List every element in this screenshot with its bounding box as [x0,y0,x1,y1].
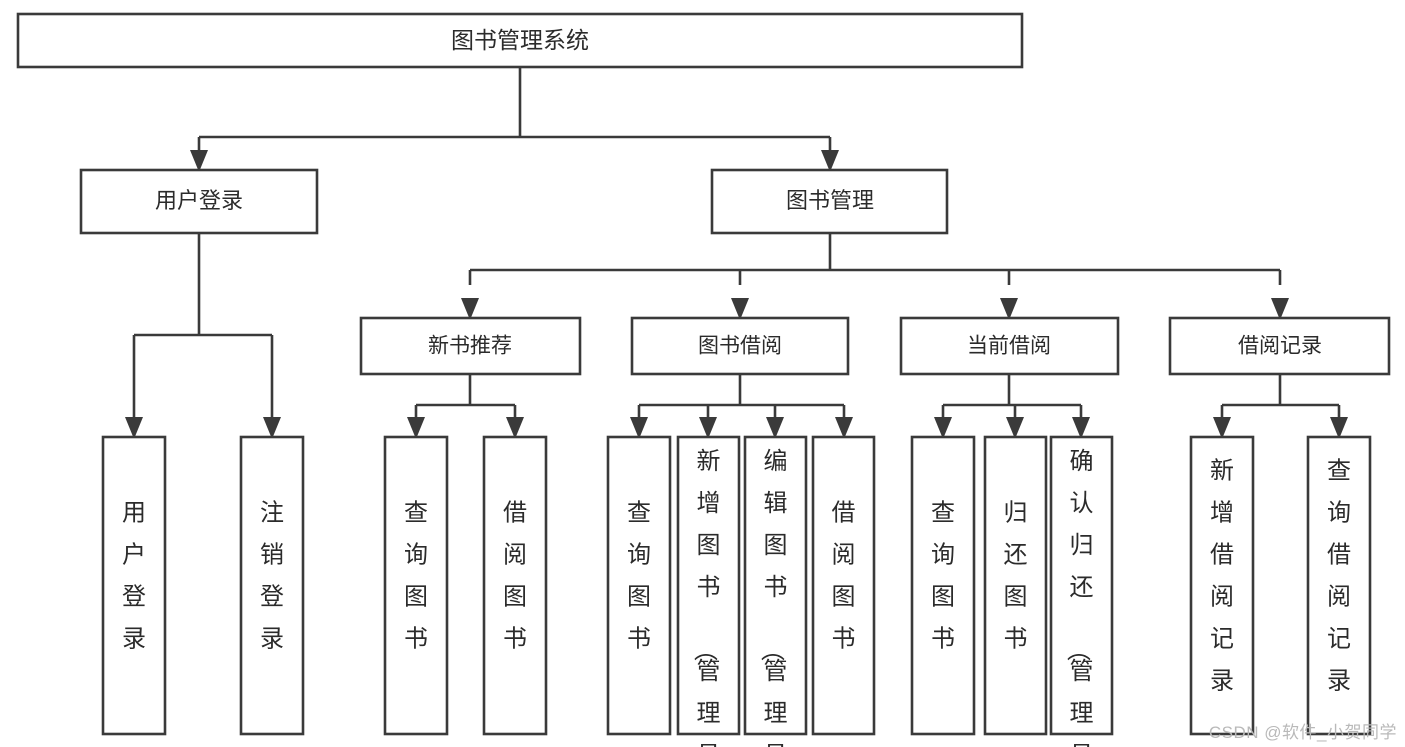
node-leaf-borrow-book-2[interactable]: 借阅图书 [811,435,876,736]
root-label: 图书管理系统 [451,27,589,53]
leaf-query-record-box[interactable] [1306,435,1372,736]
node-leaf-user-login[interactable]: 用户登录 [101,435,167,736]
csdn-watermark: CSDN @软件_小贺同学 [1208,723,1397,742]
node-leaf-add-book[interactable]: 新增图书（管理员） [676,435,741,747]
current-borrow-box[interactable] [899,316,1120,376]
node-current-borrow[interactable]: 当前借阅 [899,316,1120,376]
leaf-borrow-book-1-label: 借阅图书 [503,500,527,653]
book-borrow-box[interactable] [630,316,850,376]
arrow-to-user-login [190,150,208,172]
node-leaf-return-book[interactable]: 归还图书 [983,435,1048,736]
node-new-book-recommend[interactable]: 新书推荐 [359,316,582,376]
node-leaf-query-book-2[interactable]: 查询图书 [606,435,672,736]
borrow-record-label: 借阅记录 [1238,335,1322,358]
leaf-borrow-book-1-box[interactable] [482,435,548,736]
root-box[interactable] [16,12,1024,69]
node-book-management[interactable]: 图书管理 [710,168,949,235]
leaf-return-book-label: 归还图书 [1004,500,1028,653]
node-leaf-borrow-book-1[interactable]: 借阅图书 [482,435,548,736]
node-leaf-add-record[interactable]: 新增借阅记录 [1189,435,1255,736]
leaf-edit-book-label: 编辑图书（管理员） [758,448,788,747]
node-user-login[interactable]: 用户登录 [79,168,319,235]
user-login-box[interactable] [79,168,319,235]
node-leaf-query-book-3[interactable]: 查询图书 [910,435,976,736]
leaf-confirm-return-box[interactable] [1049,435,1114,736]
leaf-return-book-box[interactable] [983,435,1048,736]
connector-layer [125,67,1348,439]
leaf-add-book-box[interactable] [676,435,741,736]
leaf-query-record-label: 查询借阅记录 [1327,458,1351,695]
user-login-label: 用户登录 [155,188,243,213]
current-borrow-label: 当前借阅 [967,335,1051,358]
node-book-borrow[interactable]: 图书借阅 [630,316,850,376]
leaf-confirm-return-label: 确认归还（管理员） [1064,448,1094,747]
leaf-user-logout-box[interactable] [239,435,305,736]
book-management-label: 图书管理 [786,188,874,213]
borrow-record-box[interactable] [1168,316,1391,376]
leaf-edit-book-box[interactable] [743,435,808,736]
leaf-user-login-box[interactable] [101,435,167,736]
leaf-add-book-label: 新增图书（管理员） [691,448,721,747]
leaf-add-record-label: 新增借阅记录 [1210,458,1234,695]
leaf-user-login-label: 用户登录 [122,500,146,653]
book-borrow-label: 图书借阅 [698,335,782,358]
arrow-to-book-management [821,150,839,172]
leaf-user-logout-label: 注销登录 [260,500,284,653]
leaf-add-record-box[interactable] [1189,435,1255,736]
leaf-layer: 用户登录 注销登录 查询图书 借阅图书 查询图书 新增图书（管理员） 编辑图书（管理员） 借阅… [101,435,1372,747]
leaf-borrow-book-2-box[interactable] [811,435,876,736]
book-management-box[interactable] [710,168,949,235]
node-borrow-record[interactable]: 借阅记录 [1168,316,1391,376]
leaf-query-book-1-label: 查询图书 [404,500,428,653]
leaf-query-book-1-box[interactable] [383,435,449,736]
node-leaf-query-book-1[interactable]: 查询图书 [383,435,449,736]
leaf-query-book-3-label: 查询图书 [931,500,955,653]
leaf-query-book-2-box[interactable] [606,435,672,736]
node-leaf-edit-book[interactable]: 编辑图书（管理员） [743,435,808,747]
new-book-recommend-box[interactable] [359,316,582,376]
node-leaf-query-record[interactable]: 查询借阅记录 [1306,435,1372,736]
leaf-query-book-3-box[interactable] [910,435,976,736]
node-root[interactable]: 图书管理系统 [16,12,1024,69]
node-leaf-confirm-return[interactable]: 确认归还（管理员） [1049,435,1114,747]
node-leaf-user-logout[interactable]: 注销登录 [239,435,305,736]
new-book-recommend-label: 新书推荐 [428,335,512,358]
leaf-borrow-book-2-label: 借阅图书 [832,500,856,653]
leaf-query-book-2-label: 查询图书 [627,500,651,653]
